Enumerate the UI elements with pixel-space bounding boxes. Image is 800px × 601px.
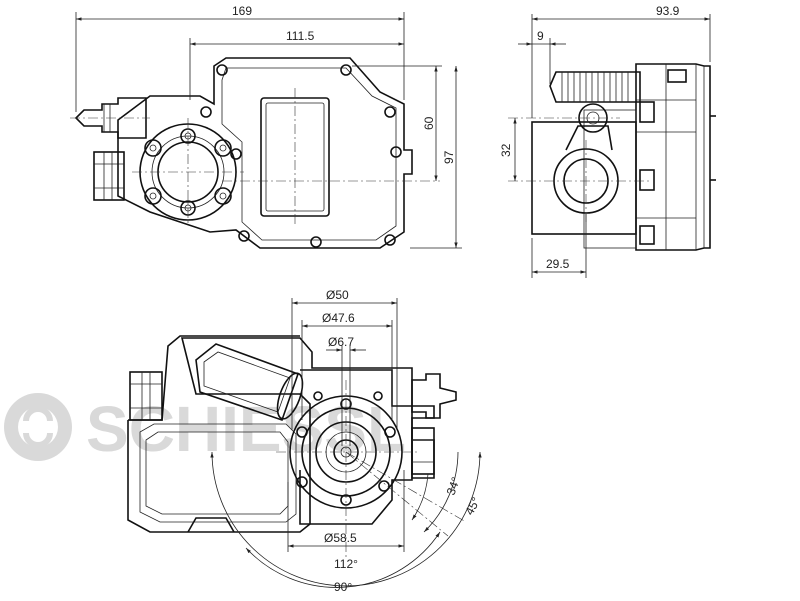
dim-flange-offset: 9 bbox=[537, 29, 544, 43]
dim-overall-width: 169 bbox=[232, 4, 252, 18]
dim-shaft-height: 32 bbox=[499, 143, 513, 157]
side-dimensions: 93.9 9 32 29.5 bbox=[499, 4, 711, 278]
dim-overall-height: 97 bbox=[442, 150, 456, 164]
dim-dia-base: Ø58.5 bbox=[324, 531, 357, 545]
dim-dia-outer: Ø50 bbox=[326, 288, 349, 302]
dim-dia-mid: Ø47.6 bbox=[322, 311, 355, 325]
watermark: SCHIESSL bbox=[4, 393, 406, 465]
brand-logo-icon bbox=[4, 393, 72, 461]
dim-body-depth: 29.5 bbox=[546, 257, 570, 271]
dim-angle-right: 90° bbox=[334, 580, 352, 594]
dim-angle-rot: 112° bbox=[334, 557, 358, 571]
bottom-dimensions: Ø50 Ø47.6 Ø6.7 Ø58.5 34° 45° 112° 90° bbox=[210, 288, 483, 594]
dim-angle-small: 34° bbox=[444, 475, 463, 497]
dim-cover-height: 60 bbox=[422, 116, 436, 130]
dim-cover-width: 111.5 bbox=[286, 29, 315, 43]
front-view bbox=[70, 57, 440, 249]
dim-dia-shaft: Ø6.7 bbox=[328, 335, 354, 349]
front-dimensions: 169 111.5 60 97 bbox=[75, 4, 462, 249]
bottom-view bbox=[127, 335, 467, 560]
dim-overall-depth: 93.9 bbox=[656, 4, 680, 18]
dim-angle-mid: 45° bbox=[462, 495, 483, 518]
side-view bbox=[508, 63, 716, 251]
